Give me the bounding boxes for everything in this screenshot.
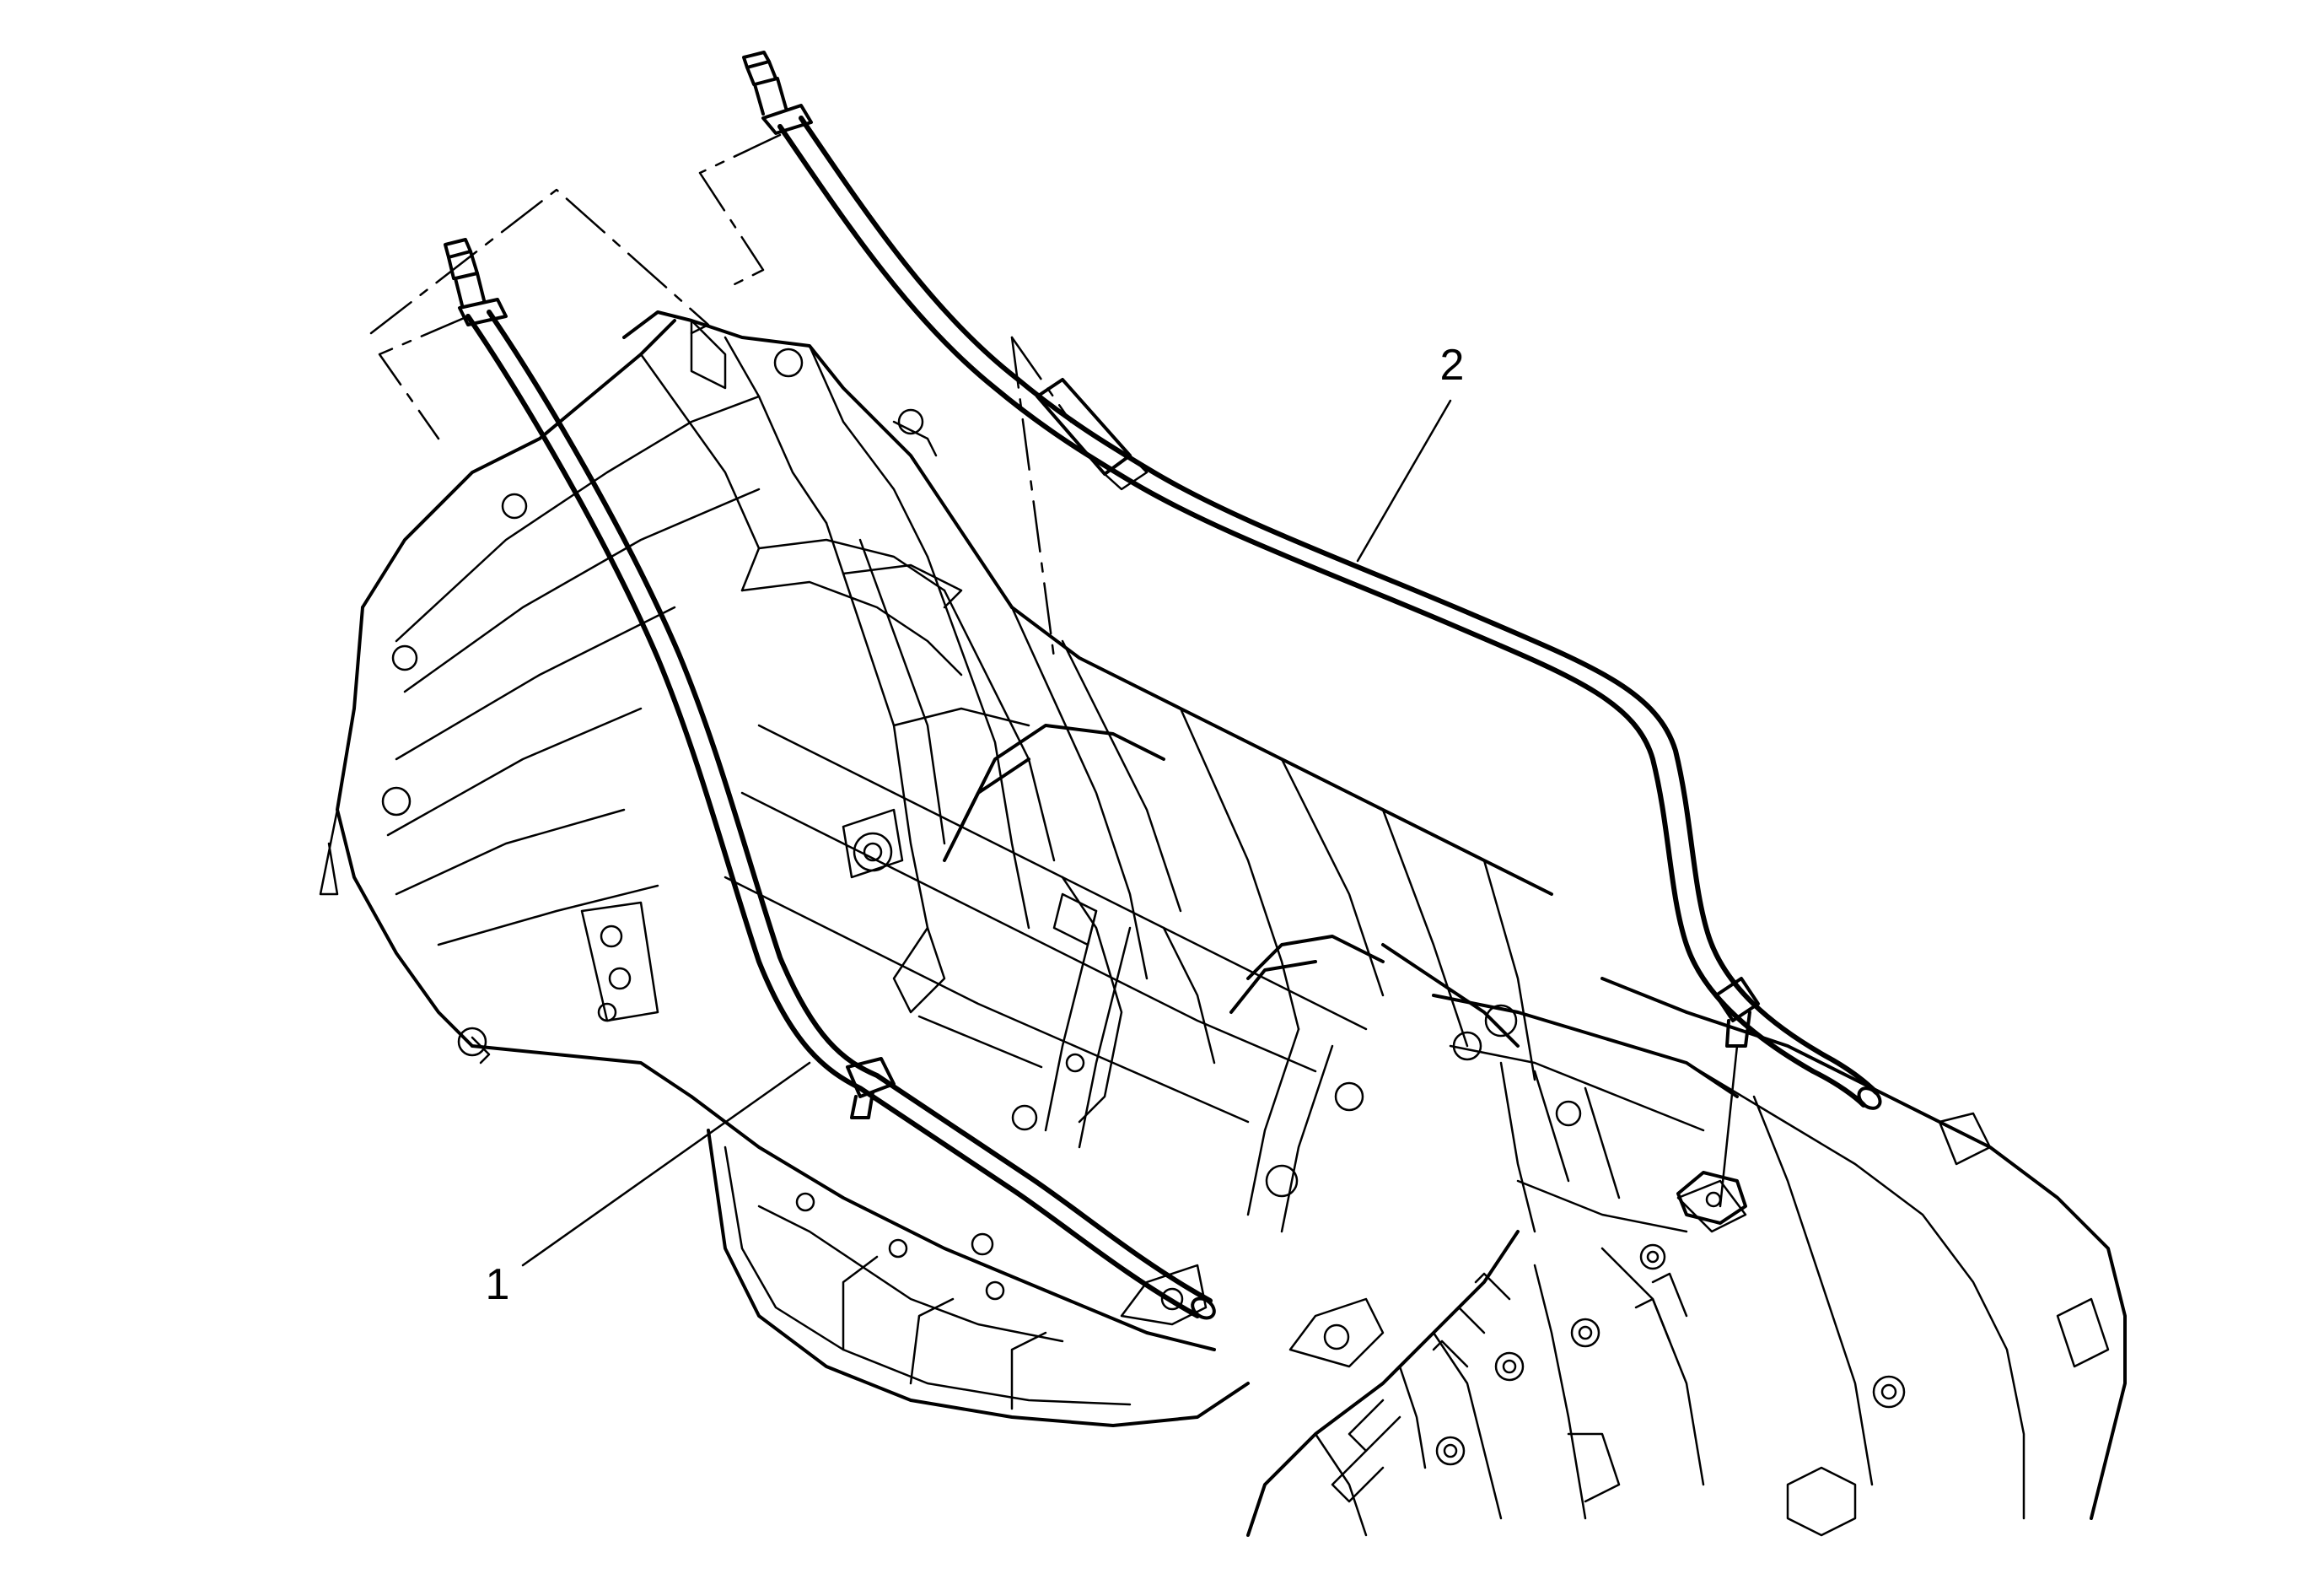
- upper-housing: [622, 310, 1014, 676]
- callout-2: 2: [1356, 341, 1465, 563]
- vent-hose-1: [444, 238, 1216, 1320]
- vent-hose-bracket: [1676, 1171, 1747, 1225]
- transfer-case: [1246, 977, 2127, 1537]
- case-ribs: [943, 724, 1482, 1233]
- callout-2-label: 2: [1440, 341, 1465, 390]
- dashed-connector-lines: [369, 133, 1739, 1208]
- callout-1: 1: [486, 1061, 811, 1309]
- callout-1-leader: [521, 1061, 811, 1267]
- oil-pan: [707, 1129, 1250, 1427]
- transmission-case: [690, 521, 1553, 1351]
- bell-housing: [319, 319, 761, 1098]
- vent-hose-2: [742, 51, 1882, 1110]
- callout-2-leader: [1356, 399, 1452, 563]
- callout-1-label: 1: [486, 1260, 510, 1309]
